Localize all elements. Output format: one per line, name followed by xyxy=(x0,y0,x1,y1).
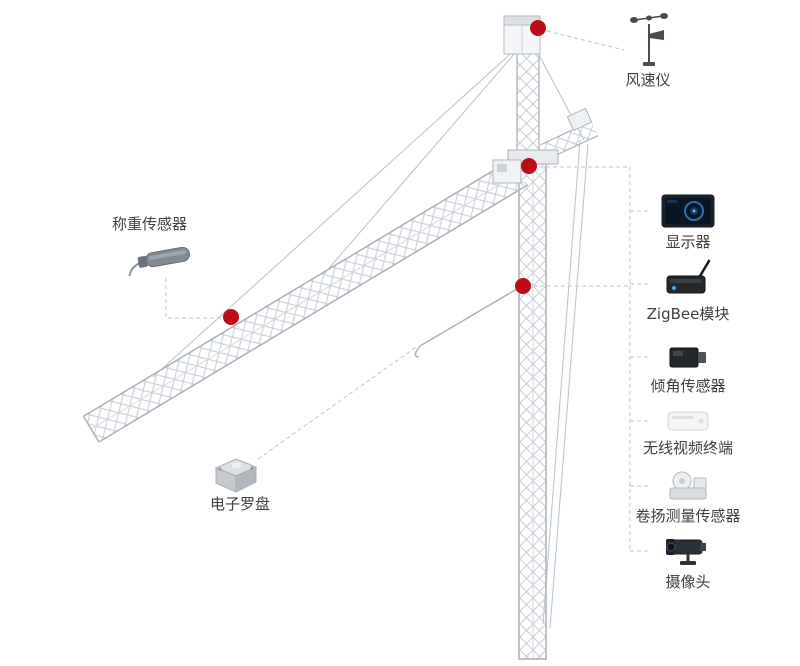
camera-label: 摄像头 xyxy=(665,573,711,591)
tilt-sensor-label: 倾角传感器 xyxy=(650,377,726,395)
panel-item-wireless-video: 无线视频终端 xyxy=(632,408,744,457)
callout-connectors xyxy=(165,30,648,552)
compass-icon xyxy=(208,452,264,496)
marker-anemometer xyxy=(530,20,546,36)
anemometer-label: 风速仪 xyxy=(625,71,671,89)
compass-label: 电子罗盘 xyxy=(209,495,270,513)
panel-item-zigbee: ZigBee模块 xyxy=(632,258,744,323)
camera-icon xyxy=(664,534,712,568)
display-label: 显示器 xyxy=(665,233,711,251)
tower-head xyxy=(503,15,541,162)
load-cell-label: 称重传感器 xyxy=(112,215,188,233)
panel-item-tilt-sensor: 倾角传感器 xyxy=(632,342,744,395)
sensor-markers xyxy=(223,20,546,325)
zigbee-module-icon xyxy=(664,258,712,300)
marker-jib-load-cell xyxy=(223,309,239,325)
tilt-sensor-icon xyxy=(667,342,709,372)
panel-item-hoist-sensor: 卷扬测量传感器 xyxy=(632,470,744,525)
display-icon xyxy=(661,194,715,228)
hook-line xyxy=(414,282,528,358)
zigbee-module-label: ZigBee模块 xyxy=(646,305,730,323)
marker-tower-tilt xyxy=(515,278,531,294)
panel-item-display: 显示器 xyxy=(632,194,744,251)
wireless-video-terminal-icon xyxy=(667,408,709,434)
crane-jib xyxy=(82,158,529,443)
hoist-measurement-sensor-label: 卷扬测量传感器 xyxy=(635,507,741,525)
anemometer-icon xyxy=(626,10,672,68)
operator-cab xyxy=(492,149,559,184)
panel-item-camera: 摄像头 xyxy=(632,534,744,591)
tower-mast xyxy=(518,158,547,660)
hoist-measurement-sensor-icon xyxy=(666,470,710,502)
wireless-video-terminal-label: 无线视频终端 xyxy=(642,439,733,457)
load-cell-icon xyxy=(124,238,200,280)
marker-slewing-unit xyxy=(521,158,537,174)
